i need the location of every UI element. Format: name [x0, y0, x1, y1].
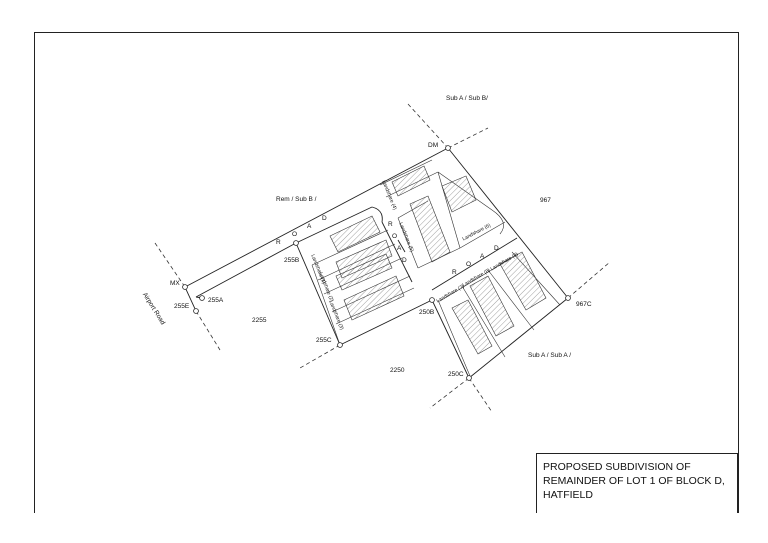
- label-2255: 2255: [252, 317, 267, 324]
- road-letter: D: [494, 245, 499, 252]
- road-letter: D: [322, 215, 327, 222]
- title-text: PROPOSED SUBDIVISION OF REMAINDER OF LOT…: [543, 460, 725, 502]
- label-dm: DM: [428, 142, 439, 149]
- road-letter: R: [452, 269, 457, 276]
- label-255a: 255A: [208, 297, 224, 304]
- label-967c: 967C: [576, 301, 592, 308]
- road-letter: R: [276, 239, 281, 246]
- extension-lines: [154, 103, 611, 413]
- road-letter: A: [480, 253, 485, 260]
- road-letter: D: [402, 257, 407, 264]
- label-967: 967: [540, 197, 551, 204]
- label-255b: 255B: [284, 257, 300, 264]
- boundary-lines: [184, 147, 569, 379]
- road-letter: A: [307, 223, 312, 230]
- road-letter: R: [388, 221, 393, 228]
- road-letter: O: [392, 233, 398, 240]
- label-rem-sub-b: Rem / Sub B /: [276, 196, 317, 203]
- title-line-3: HATFIELD: [543, 489, 593, 501]
- label-sub-a-sub-b: Sub A / Sub B/: [446, 95, 488, 102]
- road-letter: O: [292, 231, 298, 238]
- drawing-frame: [34, 32, 739, 513]
- label-mx: MX: [170, 280, 180, 287]
- title-line-2: REMAINDER OF LOT 1 OF BLOCK D,: [543, 475, 725, 487]
- road-letter: O: [466, 261, 472, 268]
- label-255c: 255C: [316, 337, 332, 344]
- label-2250: 2250: [390, 367, 405, 374]
- survey-points: [182, 145, 571, 381]
- label-250c: 250C: [448, 371, 464, 378]
- road-letter: A: [397, 245, 402, 252]
- label-255e: 255E: [174, 303, 190, 310]
- buildings: [329, 165, 547, 355]
- title-line-1: PROPOSED SUBDIVISION OF: [543, 461, 691, 473]
- label-sub-a-sub-a: Sub A / Sub A /: [528, 352, 572, 359]
- title-block: PROPOSED SUBDIVISION OF REMAINDER OF LOT…: [536, 453, 738, 513]
- label-250b: 250B: [419, 309, 435, 316]
